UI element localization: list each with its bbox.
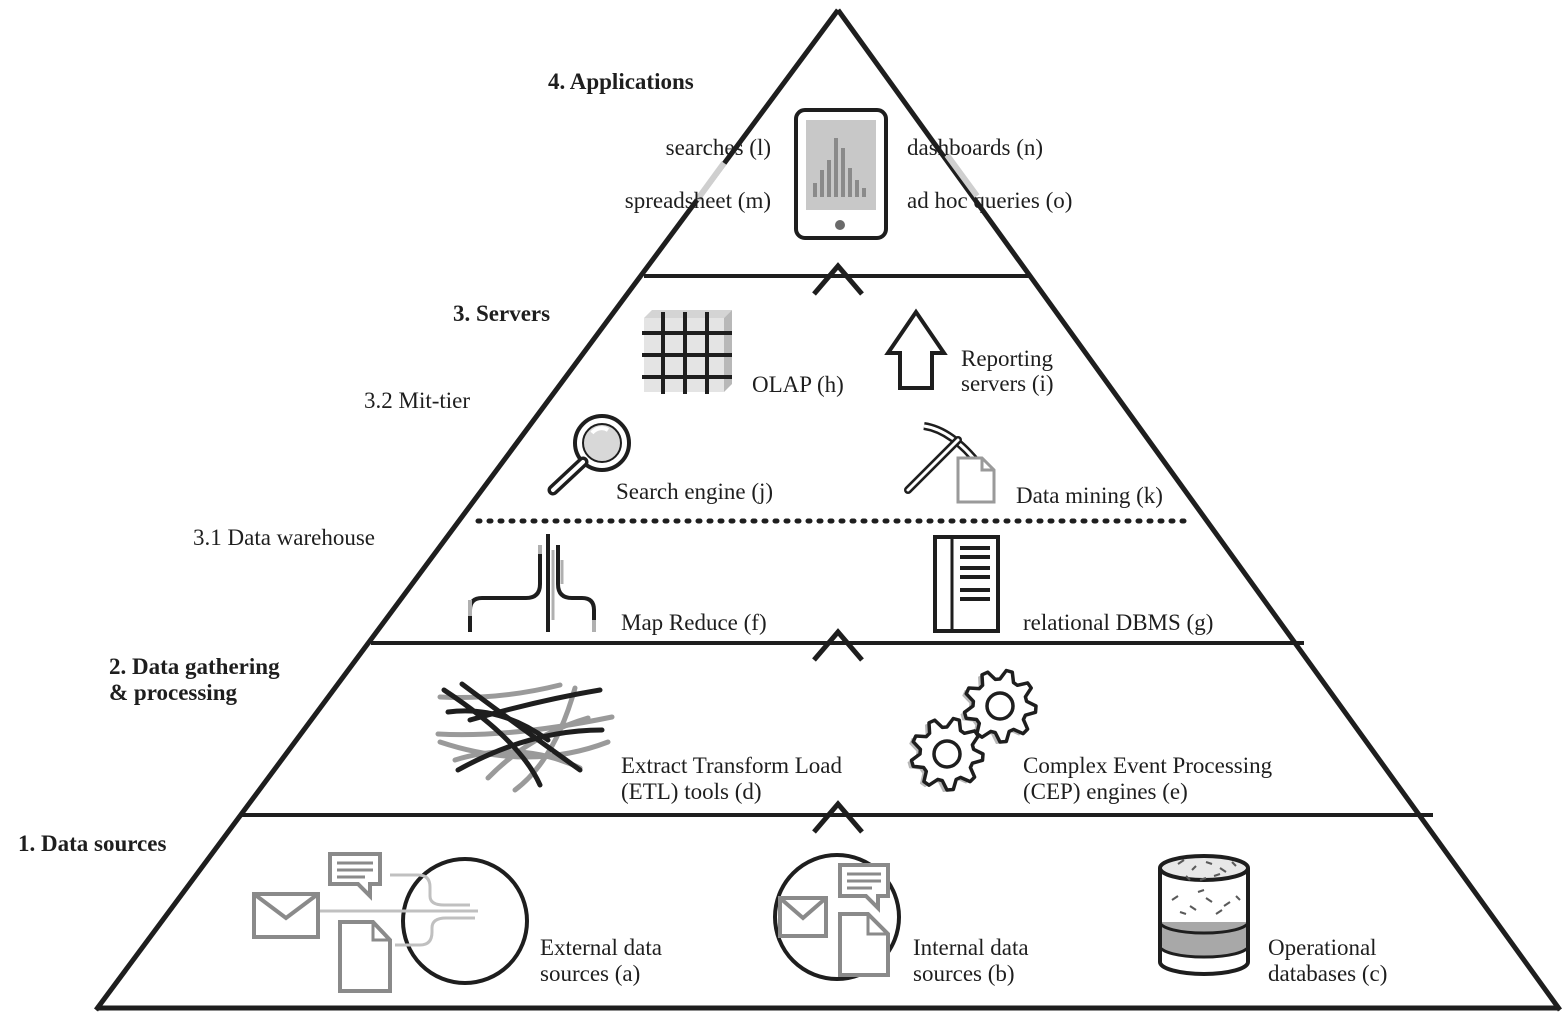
reporting-label-1: Reporting	[961, 346, 1053, 371]
rdbms-label: relational DBMS (g)	[1023, 610, 1213, 635]
gears-icon	[907, 668, 1038, 792]
chevron-up-icon	[812, 628, 864, 662]
gathering-heading-2: & processing	[109, 680, 237, 705]
magnifier-icon	[547, 414, 631, 496]
internal-label-1: Internal data	[913, 935, 1029, 960]
internal-sources-icon	[773, 853, 901, 981]
dashboards-label: dashboards (n)	[907, 135, 1043, 160]
reporting-label-2: servers (i)	[961, 371, 1054, 396]
cep-label-1: Complex Event Processing	[1023, 753, 1273, 778]
operational-label-2: databases (c)	[1268, 961, 1387, 986]
midtier-label: 3.2 Mit-tier	[364, 388, 470, 413]
warehouse-label: 3.1 Data warehouse	[193, 525, 375, 550]
map-reduce-icon	[468, 534, 596, 632]
data-mining-label: Data mining (k)	[1016, 483, 1163, 508]
etl-mesh-icon	[435, 681, 615, 793]
external-label-2: sources (a)	[540, 961, 640, 986]
database-cylinder-icon	[1158, 854, 1250, 976]
operational-label-1: Operational	[1268, 935, 1377, 960]
adhoc-queries-label: ad hoc queries (o)	[907, 188, 1072, 213]
applications-heading: 4. Applications	[548, 69, 694, 94]
external-label-1: External data	[540, 935, 662, 960]
gathering-heading-1: 2. Data gathering	[109, 654, 280, 679]
olap-label: OLAP (h)	[752, 372, 844, 397]
etl-label-2: (ETL) tools (d)	[621, 779, 762, 804]
cep-label-2: (CEP) engines (e)	[1023, 779, 1188, 804]
upload-arrow-icon	[884, 308, 948, 390]
external-sources-icon	[252, 852, 529, 993]
sources-heading: 1. Data sources	[18, 831, 166, 856]
search-engine-label: Search engine (j)	[616, 479, 773, 504]
database-table-icon	[933, 535, 1000, 633]
pickaxe-document-icon	[904, 422, 996, 504]
etl-label-1: Extract Transform Load	[621, 753, 843, 778]
servers-heading: 3. Servers	[453, 301, 550, 326]
tablet-chart-icon	[794, 108, 888, 240]
database-speckles	[1171, 859, 1241, 915]
searches-label: searches (l)	[666, 135, 771, 160]
chevron-up-icon	[812, 262, 864, 296]
map-reduce-label: Map Reduce (f)	[621, 610, 767, 635]
olap-cube-icon	[642, 310, 732, 394]
pyramid-outline	[93, 8, 1562, 1012]
spreadsheet-label: spreadsheet (m)	[625, 188, 771, 213]
internal-label-2: sources (b)	[913, 961, 1015, 986]
chevron-up-icon	[812, 800, 864, 834]
